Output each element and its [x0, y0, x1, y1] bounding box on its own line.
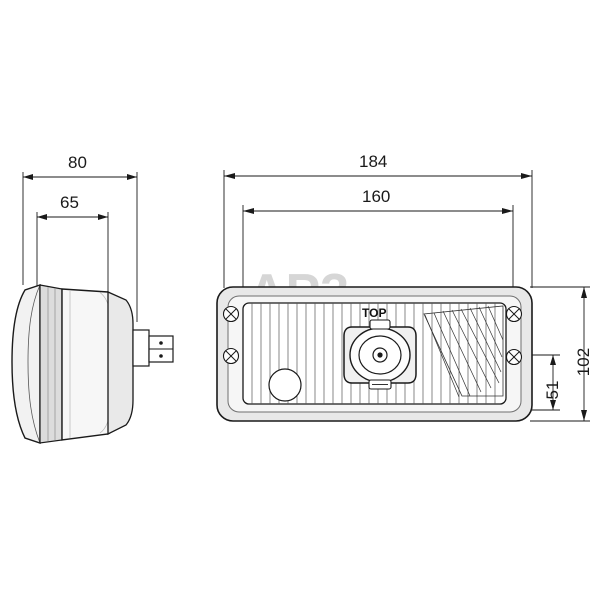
dimension-label-width-inner: 160 [362, 187, 390, 206]
front-dimension-102: 102 [530, 286, 593, 422]
mounting-screw-bottom-right [505, 348, 523, 366]
dimension-label-depth-total: 80 [68, 153, 87, 172]
lens-beam-hatch [424, 305, 504, 398]
dimension-label-width-total: 184 [359, 152, 387, 171]
front-lamp-bezel: TOP [216, 286, 533, 422]
side-dimension-65: 65 [36, 193, 109, 292]
side-view-group: 80 65 [11, 153, 174, 444]
dimension-label-depth-body: 65 [60, 193, 79, 212]
side-lamp-profile [11, 284, 174, 444]
bulb-assembly [343, 319, 417, 390]
mounting-screw-top-right [505, 305, 523, 323]
mounting-screw-top-left [222, 305, 240, 323]
front-dimension-184: 184 [223, 152, 533, 288]
top-orientation-label: TOP [362, 306, 386, 320]
position-light-circle [268, 368, 302, 402]
mounting-screw-bottom-left [222, 347, 240, 365]
front-view-group: 184 160 102 [216, 152, 593, 422]
dimension-label-height-inner: 51 [543, 381, 562, 400]
dimension-label-height-total: 102 [574, 348, 593, 376]
side-dimension-80: 80 [22, 153, 138, 322]
front-dimension-160: 160 [242, 187, 514, 295]
